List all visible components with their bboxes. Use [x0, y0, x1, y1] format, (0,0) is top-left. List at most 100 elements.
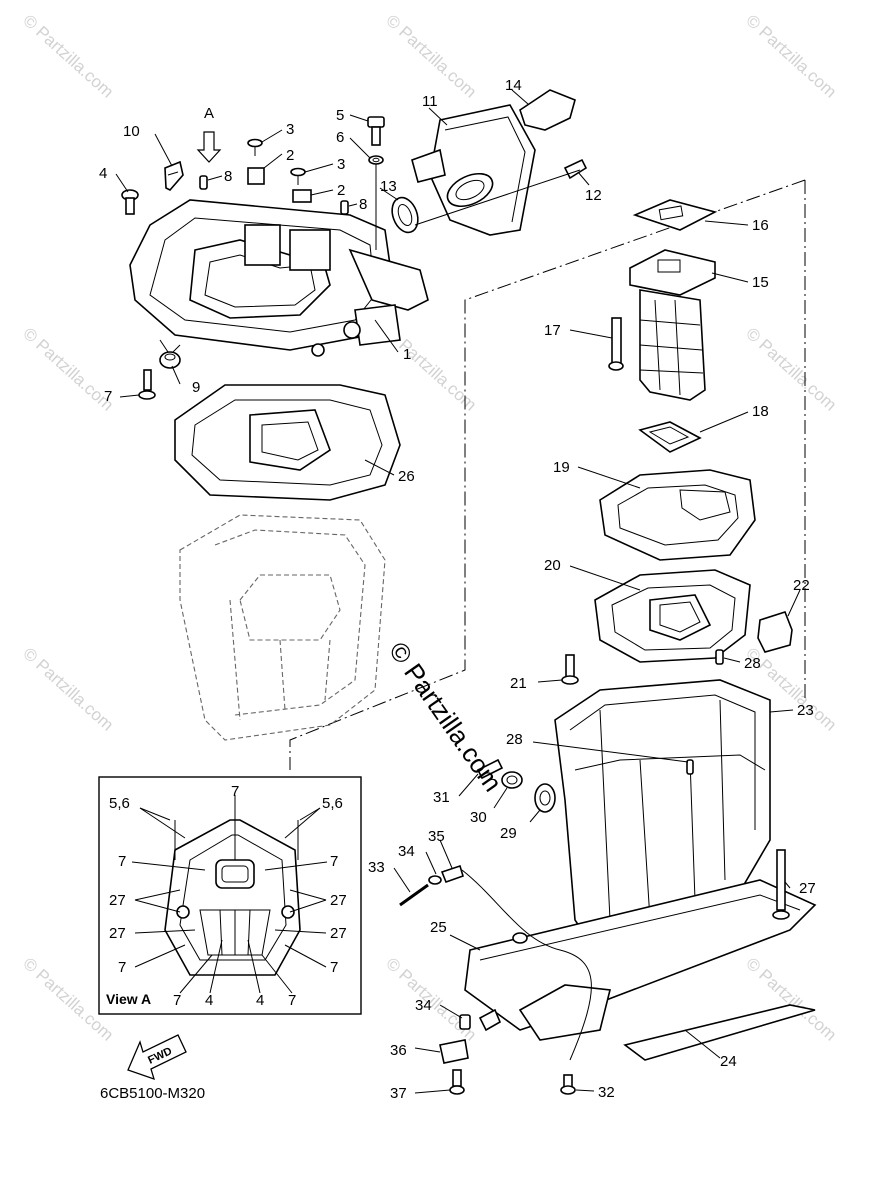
- washer-part-6: [368, 155, 384, 165]
- callout-4: 4: [99, 165, 107, 182]
- plate-part-24: [623, 1004, 816, 1061]
- callout-21: 21: [510, 675, 527, 692]
- screw-part-3a: [247, 138, 263, 156]
- callout-30: 30: [470, 809, 487, 826]
- view-a-callout-4-a: 4: [205, 992, 213, 1009]
- callout-34b: 34: [415, 997, 432, 1014]
- bolt-part-4: [121, 189, 139, 215]
- callout-2b: 2: [337, 182, 345, 199]
- callout-29: 29: [500, 825, 517, 842]
- callout-31: 31: [433, 789, 450, 806]
- view-a-callout-7-mid-left: 7: [118, 853, 126, 870]
- view-a-callout-7-top: 7: [231, 783, 239, 800]
- callout-12: 12: [585, 187, 602, 204]
- fitting-part-29: [534, 783, 556, 813]
- callout-28a: 28: [744, 655, 761, 672]
- pin-part-8b: [340, 200, 349, 215]
- gasket-part-19: [599, 469, 756, 561]
- watermark-tile: © Partzilla.com: [19, 324, 117, 415]
- plate-part-20: [594, 569, 751, 663]
- callout-9: 9: [192, 379, 200, 396]
- watermark-tile: © Partzilla.com: [19, 644, 117, 735]
- callout-7: 7: [104, 388, 112, 405]
- callout-22: 22: [793, 577, 810, 594]
- callout-24: 24: [720, 1053, 737, 1070]
- grommet-part-9: [159, 351, 181, 369]
- callout-37: 37: [390, 1085, 407, 1102]
- gasket-part-16: [632, 199, 718, 231]
- callout-18: 18: [752, 403, 769, 420]
- view-a-arrow: A: [196, 105, 222, 163]
- watermark-tile: © Partzilla.com: [742, 954, 840, 1045]
- callout-14: 14: [505, 77, 522, 94]
- clip-part-2a: [247, 167, 265, 185]
- view-direction-label: A: [204, 105, 214, 122]
- callout-1: 1: [403, 346, 411, 363]
- callout-5: 5: [336, 107, 344, 124]
- callout-labels: 10 4 3 2 8 3 2 8 5 6 11 14 12 13 1 9 7 2…: [99, 77, 816, 1102]
- view-a-callout-5-6-left: 5,6: [109, 795, 130, 812]
- leader-lines: [115, 89, 801, 1094]
- view-a-callout-7-b1: 7: [173, 992, 181, 1009]
- forward-direction-arrow: FWD: [127, 1034, 187, 1081]
- view-a-callout-7-mid-right: 7: [330, 853, 338, 870]
- callout-33: 33: [368, 859, 385, 876]
- cover-part-14: [519, 89, 576, 131]
- callout-36: 36: [390, 1042, 407, 1059]
- callout-8b: 8: [359, 196, 367, 213]
- view-a-callout-27-right-1: 27: [330, 892, 347, 909]
- callout-11: 11: [422, 93, 438, 110]
- view-a-callout-7-bottom-left: 7: [118, 959, 126, 976]
- callout-23: 23: [797, 702, 814, 719]
- cover-part-15: [629, 249, 716, 296]
- view-a-inset: 5,6 5,6 7 7 7 27 27 27 27 7 7 View A 7 4…: [98, 776, 362, 1015]
- diagram-code: 6CB5100-M320: [100, 1085, 205, 1102]
- bolt-part-37: [449, 1069, 465, 1095]
- bolt-part-31: [476, 758, 504, 780]
- watermark-tile: © Partzilla.com: [382, 11, 480, 102]
- view-a-callout-27-right-2: 27: [330, 925, 347, 942]
- callout-19: 19: [553, 459, 570, 476]
- callout-17: 17: [544, 322, 561, 339]
- assembly-boundary-line: [289, 179, 806, 770]
- watermark-tile: © Partzilla.com: [742, 11, 840, 102]
- view-a-title: View A: [106, 991, 151, 1007]
- callout-25: 25: [430, 919, 447, 936]
- callout-2a: 2: [286, 147, 294, 164]
- screw-part-3b: [290, 167, 306, 185]
- silencer-part-11: [411, 104, 536, 236]
- seal-part-18: [638, 421, 702, 453]
- pin-part-28a: [715, 649, 724, 665]
- view-a-callout-7-b2: 7: [288, 992, 296, 1009]
- callout-15: 15: [752, 274, 769, 291]
- upper-casing-part-1: [129, 199, 429, 357]
- callout-16: 16: [752, 217, 769, 234]
- callout-27: 27: [799, 880, 816, 897]
- gasket-part-26: [174, 384, 401, 501]
- drive-shaft-housing-ghost: [179, 514, 386, 741]
- callout-3b: 3: [337, 156, 345, 173]
- screw-part-12: [563, 158, 588, 180]
- watermark-center: © Partzilla.com: [383, 636, 508, 797]
- callout-13: 13: [380, 178, 397, 195]
- callout-10: 10: [123, 123, 140, 140]
- view-a-callout-4-b: 4: [256, 992, 264, 1009]
- view-a-callout-7-bottom-right: 7: [330, 959, 338, 976]
- pin-part-8a: [199, 175, 208, 190]
- view-a-callout-5-6-right: 5,6: [322, 795, 343, 812]
- watermark-tile: © Partzilla.com: [19, 11, 117, 102]
- bolt-part-10: [164, 160, 184, 191]
- callout-35: 35: [428, 828, 445, 845]
- watermark-tile: © Partzilla.com: [742, 324, 840, 415]
- wire-parts-33-35: [399, 864, 592, 1061]
- screw-part-32: [560, 1074, 576, 1095]
- view-a-callout-27-left-1: 27: [109, 892, 126, 909]
- view-a-callout-27-left-2: 27: [109, 925, 126, 942]
- grommet-part-30: [501, 771, 523, 789]
- clip-part-2b: [292, 189, 312, 203]
- fitting-parts-34-36: [439, 1008, 502, 1064]
- callout-26: 26: [398, 468, 415, 485]
- bolt-part-21: [561, 654, 579, 685]
- bolt-part-27: [772, 849, 790, 920]
